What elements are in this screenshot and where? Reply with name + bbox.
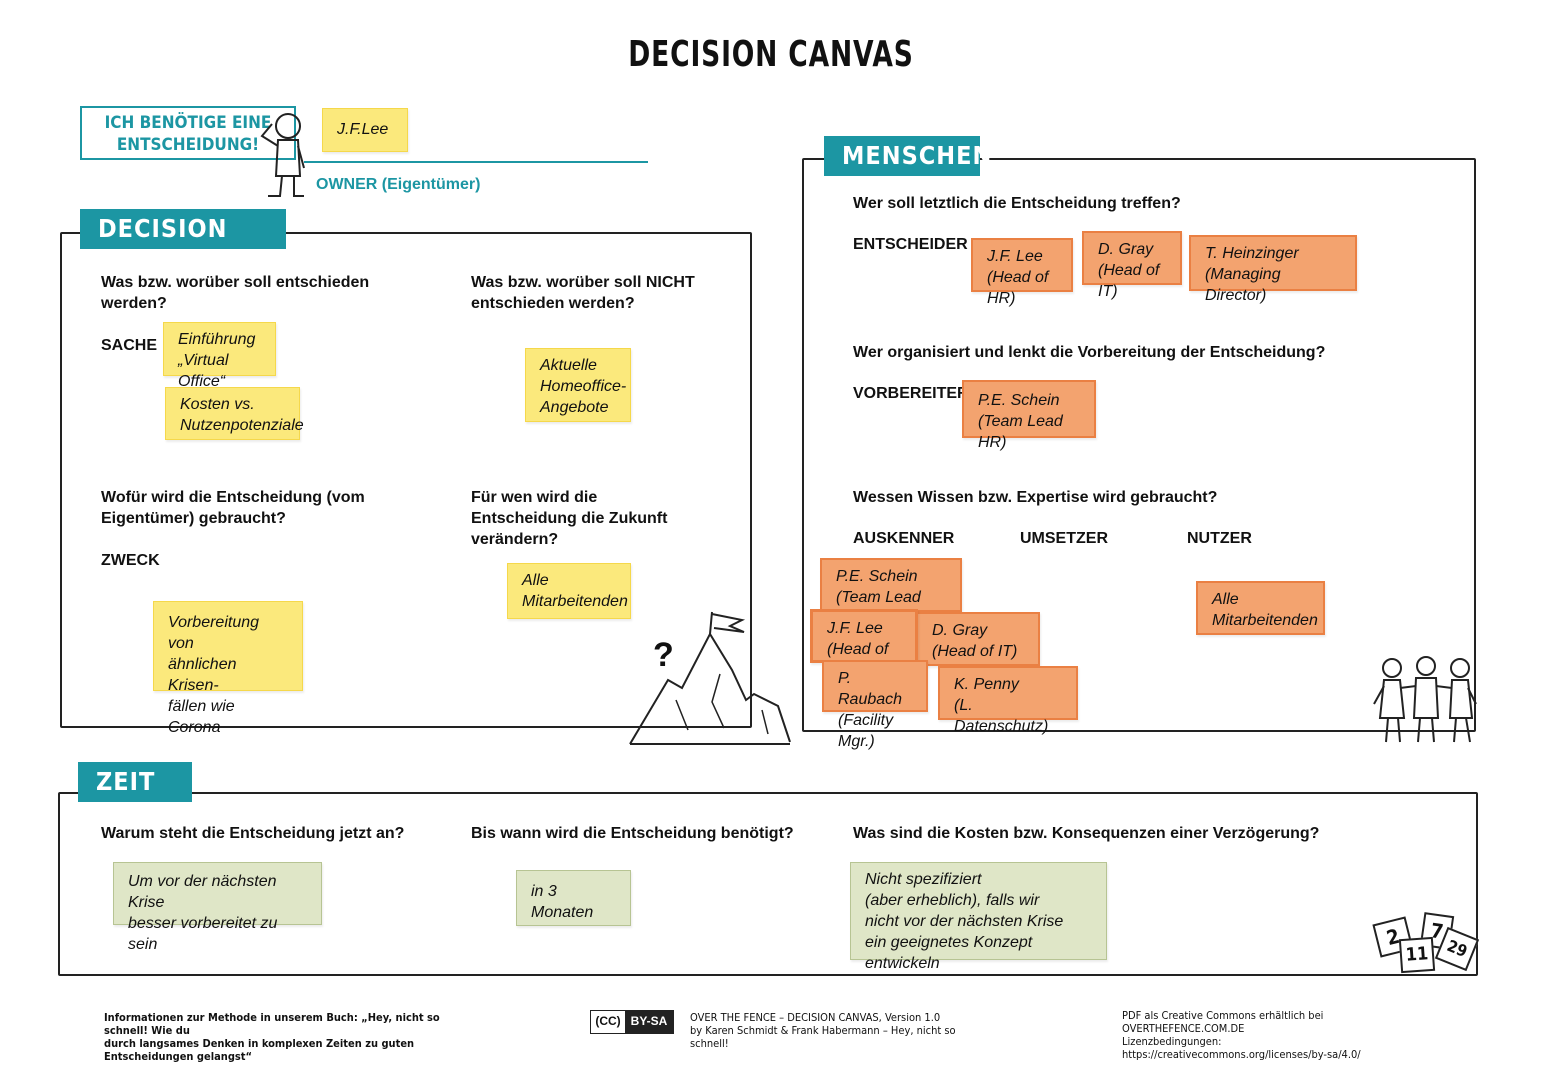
auskenner-note-4: P. Raubach (Facility Mgr.)	[822, 660, 928, 750]
entscheider-label: ENTSCHEIDER	[853, 236, 968, 253]
people-question-decider: Wer soll letztlich die Entscheidung tref…	[853, 195, 1181, 212]
auskenner-note-5: K. Penny (L. Datenschutz)	[938, 666, 1078, 735]
decision-story-frame	[60, 232, 752, 728]
time-question-why: Warum steht die Entscheidung jetzt an?	[101, 825, 405, 842]
page-title: DECISION CANVAS	[628, 34, 914, 75]
time-note-why: Um vor der nächsten Krise besser vorbere…	[113, 862, 322, 953]
cc-badge-by-sa: BY-SA	[625, 1011, 673, 1033]
story-question-purpose: Wofür wird die Entscheidung (vom Eigentü…	[101, 489, 365, 527]
time-frame	[58, 792, 1478, 976]
calendar-icon: 2 7 11 29	[1370, 912, 1480, 974]
col-umsetzer: UMSETZER	[1020, 530, 1108, 547]
story-question-future: Für wen wird die Entscheidung die Zukunf…	[471, 489, 668, 548]
time-note-cost: Nicht spezifiziert (aber erheblich), fal…	[850, 862, 1107, 972]
owner-figure-icon	[260, 113, 305, 197]
vorbereiter-note: P.E. Schein (Team Lead HR)	[962, 380, 1096, 451]
zweck-label: ZWECK	[101, 552, 160, 569]
entscheider-note-1: J.F. Lee (Head of HR)	[971, 238, 1073, 307]
story-question-what: Was bzw. worüber soll entschieden werden…	[101, 274, 370, 312]
sache-note-2: Kosten vs. Nutzenpotenziale	[165, 387, 304, 440]
sache-note-1: Einführung „Virtual Office“	[163, 322, 276, 390]
footer-book-info: Informationen zur Methode in unserem Buc…	[104, 1011, 440, 1063]
time-question-cost: Was sind die Kosten bzw. Konsequenzen ei…	[853, 825, 1320, 842]
sache-label: SACHE	[101, 337, 158, 354]
owner-label: OWNER (Eigentümer)	[316, 176, 481, 193]
vorbereiter-label: VORBEREITER	[853, 385, 969, 402]
auskenner-note-2: J.F. Lee (Head of HR)	[810, 609, 918, 679]
not-decided-note: Aktuelle Homeoffice- Angebote	[525, 348, 631, 422]
auskenner-note-3: D. Gray (Head of IT)	[916, 612, 1040, 666]
story-question-not: Was bzw. worüber soll NICHT entschieden …	[471, 274, 695, 312]
entscheider-note-3: T. Heinzinger (Managing Director)	[1189, 235, 1357, 304]
owner-bubble: ICH BENÖTIGE EINE ENTSCHEIDUNG!	[80, 106, 296, 160]
mountain-flag-icon	[629, 611, 791, 745]
auskenner-note-1: P.E. Schein (Team Lead HR)	[820, 558, 962, 627]
owner-note: J.F.Lee	[322, 108, 408, 152]
time-note-when: in 3 Monaten	[516, 870, 631, 926]
tab-zeit: ZEIT	[78, 762, 192, 802]
col-auskenner: AUSKENNER	[853, 530, 955, 547]
group-people-icon	[1373, 656, 1477, 743]
people-frame	[802, 158, 1476, 732]
owner-underline	[304, 161, 648, 163]
future-note: Alle Mitarbeitenden	[507, 563, 631, 619]
zweck-note: Vorbereitung von ähnlichen Krisen- fälle…	[153, 601, 303, 736]
calendar-day-11: 11	[1398, 936, 1436, 974]
footer-license-info: PDF als Creative Commons erhältlich bei …	[1122, 1009, 1361, 1061]
question-mark: ?	[653, 636, 674, 674]
people-question-expertise: Wessen Wissen bzw. Expertise wird gebrau…	[853, 489, 1218, 506]
col-nutzer: NUTZER	[1187, 530, 1252, 547]
tab-menschen: MENSCHEN	[824, 136, 991, 176]
footer-canvas-info: OVER THE FENCE – DECISION CANVAS, Versio…	[690, 1011, 956, 1050]
cc-license-badge: (CC) BY-SA	[590, 1010, 674, 1034]
tab-decision-story: DECISION STORY	[80, 209, 286, 283]
cc-badge-cc: (CC)	[595, 1014, 621, 1028]
entscheider-note-2: D. Gray (Head of IT)	[1082, 231, 1182, 300]
time-question-when: Bis wann wird die Entscheidung benötigt?	[471, 825, 794, 842]
people-question-preparer: Wer organisiert und lenkt die Vorbereitu…	[853, 344, 1326, 361]
nutzer-note: Alle Mitarbeitenden	[1196, 581, 1325, 635]
